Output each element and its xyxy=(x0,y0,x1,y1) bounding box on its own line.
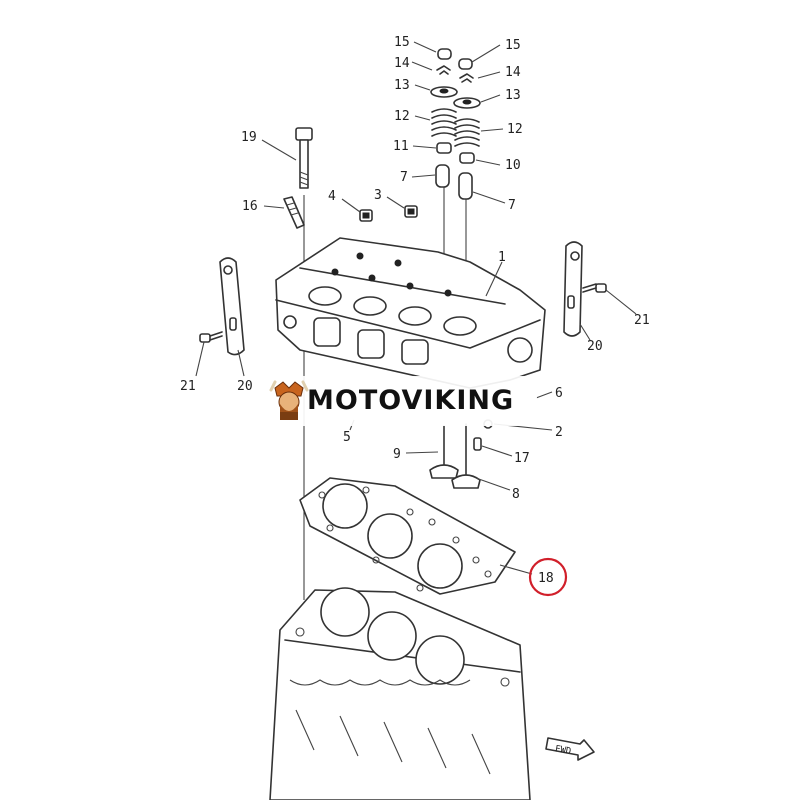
label-11: 11 xyxy=(393,139,409,154)
label-7-left: 7 xyxy=(400,170,408,185)
label-20-right: 20 xyxy=(587,339,603,354)
label-17: 17 xyxy=(514,451,530,466)
valve-keeper-right xyxy=(459,73,474,83)
cylinder-head xyxy=(275,237,546,389)
label-19: 19 xyxy=(241,130,257,145)
head-bolt xyxy=(295,127,313,189)
label-13-right: 13 xyxy=(505,88,521,103)
label-20-left: 20 xyxy=(237,379,253,394)
label-3: 3 xyxy=(374,188,382,203)
label-6: 6 xyxy=(555,386,563,401)
label-7-right: 7 xyxy=(508,198,516,213)
valve-cap-left xyxy=(437,48,452,60)
label-9: 9 xyxy=(393,447,401,462)
label-15-right: 15 xyxy=(505,38,521,53)
plug-4 xyxy=(359,209,373,222)
watermark-brand: MOTOVIKING xyxy=(307,385,515,416)
label-8: 8 xyxy=(512,487,520,502)
valve-spring-right xyxy=(454,118,480,147)
valve-guide-left xyxy=(435,164,450,188)
valve-keeper-left xyxy=(436,65,451,75)
leader-lines xyxy=(195,41,637,575)
cylinder-block xyxy=(269,587,531,800)
dowel-pin xyxy=(473,437,482,451)
bracket-bolt-right xyxy=(582,283,607,293)
highlight-circle xyxy=(528,557,568,597)
lifting-bracket-right xyxy=(563,241,583,337)
valve-guide-right xyxy=(458,172,473,200)
label-13-left: 13 xyxy=(394,78,410,93)
label-16: 16 xyxy=(242,199,258,214)
label-10: 10 xyxy=(505,158,521,173)
bracket-bolt-left xyxy=(199,331,223,343)
forward-arrow-icon: FWD xyxy=(545,737,595,761)
label-14-left: 14 xyxy=(394,56,410,71)
label-18: 18 xyxy=(538,571,554,586)
label-2: 2 xyxy=(555,425,563,440)
valve-spring-left xyxy=(431,108,457,137)
valve-cap-right xyxy=(458,58,473,70)
label-21-right: 21 xyxy=(634,313,650,328)
label-14-right: 14 xyxy=(505,65,521,80)
head-gasket xyxy=(299,477,516,595)
fwd-label: FWD xyxy=(554,744,572,757)
label-4: 4 xyxy=(328,189,336,204)
label-12-left: 12 xyxy=(394,109,410,124)
label-15-left: 15 xyxy=(394,35,410,50)
valve-intake xyxy=(451,423,481,489)
lifting-bracket-left xyxy=(219,257,245,356)
label-12-right: 12 xyxy=(507,122,523,137)
stem-seal-left xyxy=(436,142,452,154)
stud xyxy=(283,196,305,229)
label-5: 5 xyxy=(343,430,351,445)
valve-train-right xyxy=(453,58,481,200)
label-21-left: 21 xyxy=(180,379,196,394)
stem-seal-right xyxy=(459,152,475,164)
plug-3 xyxy=(404,205,418,218)
part-labels: 15 15 14 14 13 13 12 12 11 10 7 7 19 4 3… xyxy=(180,35,650,586)
label-1: 1 xyxy=(498,250,506,265)
valve-train-left xyxy=(430,48,458,188)
